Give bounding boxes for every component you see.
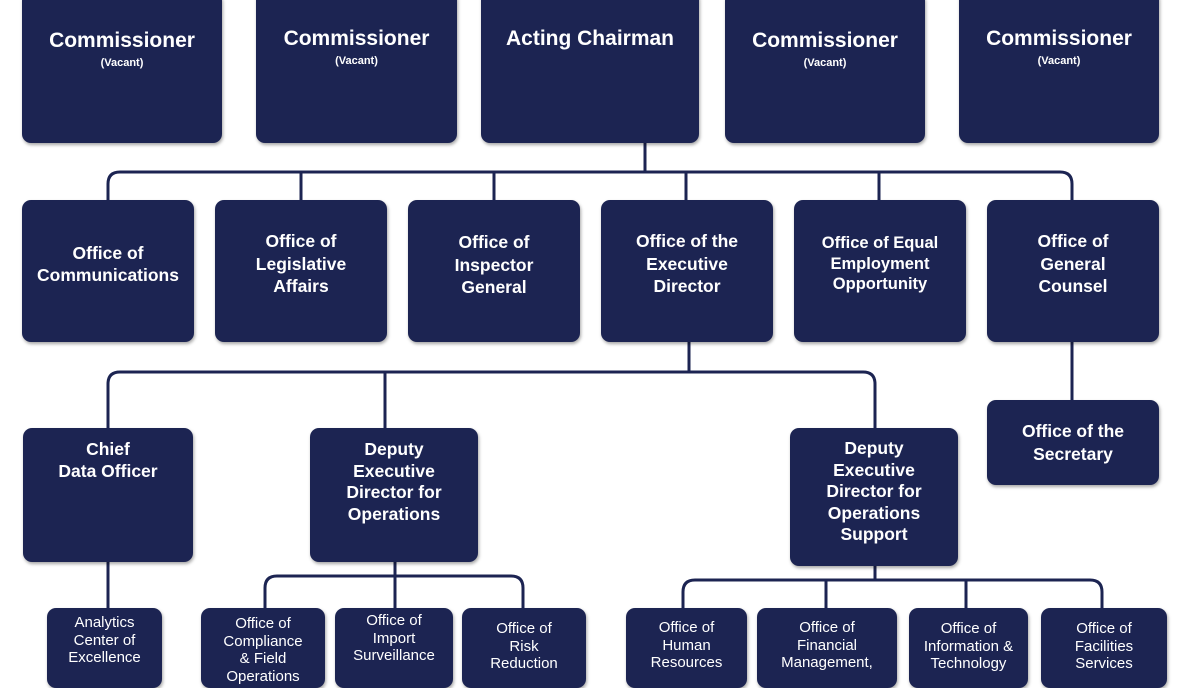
deputy-ops-support-box: Deputy Executive Director for Operations… [790,428,958,566]
office-communications-box: Office of Communications [22,200,194,342]
connector-level3-bus [106,370,877,428]
commissioner-title: Commissioner [49,29,195,52]
office-equal-employment-box: Office of Equal Employment Opportunity [794,200,966,342]
office-secretary-box: Office of the Secretary [987,400,1159,485]
vacant-label: (Vacant) [100,57,144,69]
commissioner-box-2: Commissioner (Vacant) [256,0,457,143]
office-legislative-affairs-box: Office of Legislative Affairs [215,200,387,342]
commissioner-title: Commissioner [986,27,1132,50]
connector-support-bus [681,578,1104,608]
financial-management-box: Office of Financial Management, [757,608,897,688]
office-inspector-general-box: Office of Inspector General [408,200,580,342]
chairman-title: Acting Chairman [505,27,675,50]
vacant-label: (Vacant) [1037,55,1081,67]
connector-level2-bus [106,170,1074,200]
information-technology-box: Office of Information & Technology [909,608,1028,688]
human-resources-box: Office of Human Resources [626,608,747,688]
commissioner-box-1: Commissioner (Vacant) [22,0,222,143]
compliance-field-ops-box: Office of Compliance & Field Operations [201,608,325,688]
risk-reduction-box: Office of Risk Reduction [462,608,586,688]
facilities-services-box: Office of Facilities Services [1041,608,1167,688]
commissioner-box-3: Commissioner (Vacant) [725,0,925,143]
commissioner-title: Commissioner [283,27,430,50]
import-surveillance-box: Office of Import Surveillance [335,608,453,688]
acting-chairman-box: Acting Chairman [481,0,699,143]
office-general-counsel-box: Office of General Counsel [987,200,1159,342]
vacant-label: (Vacant) [803,57,847,69]
office-executive-director-box: Office of the Executive Director [601,200,773,342]
commissioner-box-4: Commissioner (Vacant) [959,0,1159,143]
chief-data-officer-box: Chief Data Officer [23,428,193,562]
deputy-ops-box: Deputy Executive Director for Operations [310,428,478,562]
analytics-center-box: Analytics Center of Excellence [47,608,162,688]
commissioner-title: Commissioner [752,29,898,52]
vacant-label: (Vacant) [335,55,378,67]
